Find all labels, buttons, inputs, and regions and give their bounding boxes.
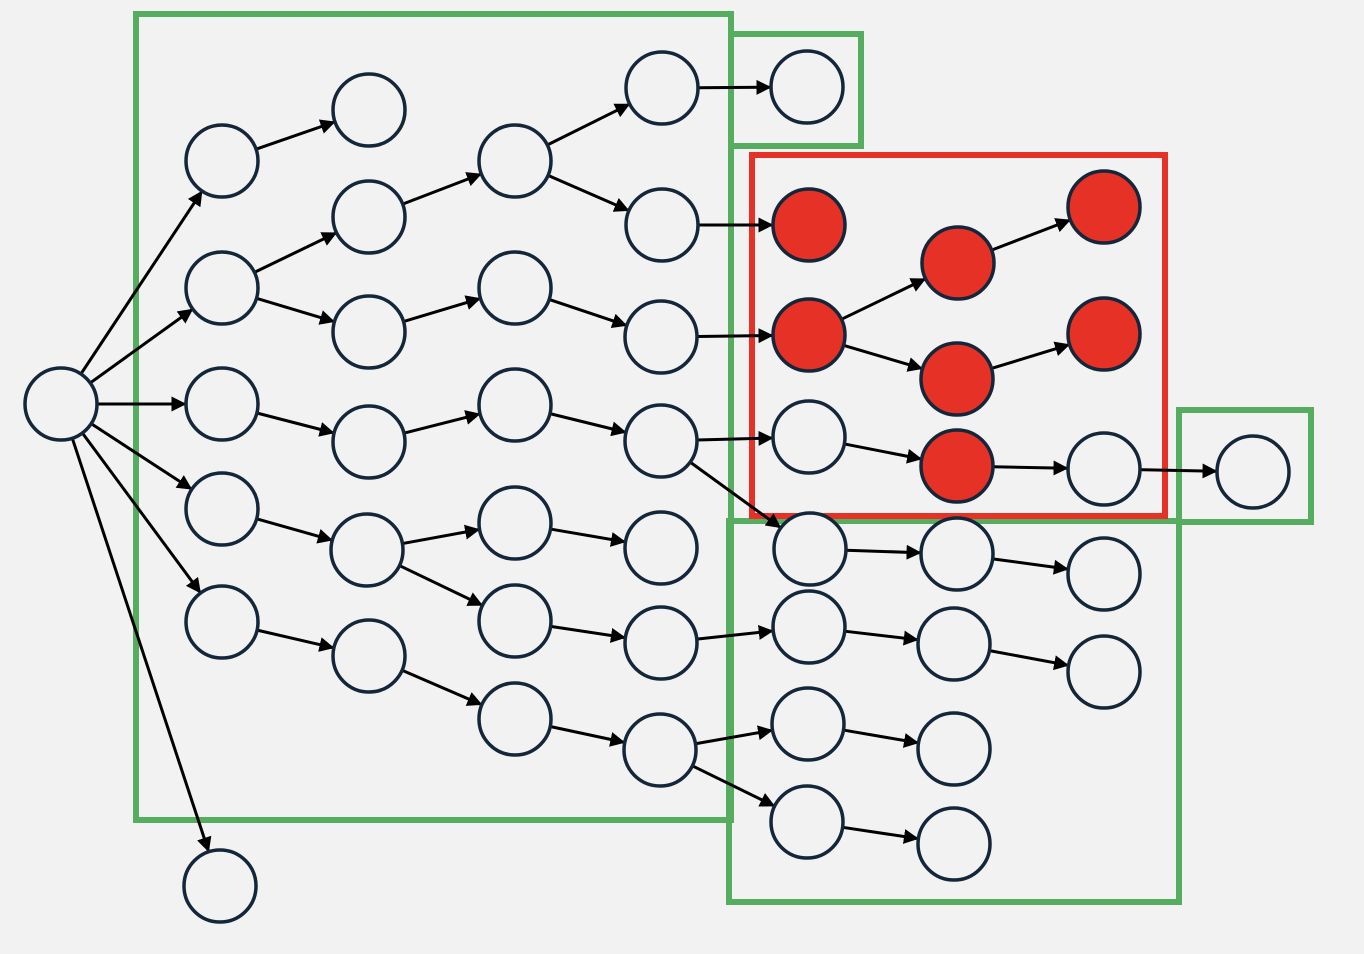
node-l6d [919,516,995,592]
node-l8a [1215,434,1291,510]
node-l3a [477,123,553,199]
node-l5h [769,784,845,860]
edge-l4d-l5d [696,430,774,446]
edge-root-l1a [79,190,203,375]
node-l2d [331,404,407,480]
edge-l1d-l2e [256,517,333,544]
node-l6c-highlighted [919,428,995,504]
edge-l1e-l2f [256,628,335,652]
edge-l5g-l6f [843,728,920,748]
edge-l3c-l4d [549,412,627,437]
node-l3e [477,583,553,659]
node-l2a [331,72,407,148]
node-l5d [771,399,847,475]
edge-root-l1f [70,437,212,853]
green-right-box [1176,407,1314,525]
edge-l4c-l5c [696,328,774,344]
node-l5e [772,511,848,587]
edge-l3a-l4b [547,173,630,212]
node-l6b-highlighted [919,341,995,417]
edge-root-l1e [81,432,202,594]
edge-l2e-l3d [402,524,481,546]
edge-l6c-l7c [992,460,1069,476]
node-l6f [916,711,992,787]
node-l4d [623,403,699,479]
node-l6e [916,606,992,682]
edge-l1a-l2a [255,119,336,151]
edge-l2f-l3f [401,668,483,706]
edge-l5f-l6e [844,629,919,646]
edge-l5c-l6b [843,343,923,372]
edge-l5h-l6g [842,825,919,844]
edge-l2b-l3a [402,172,482,206]
node-l3d [477,485,553,561]
edge-l3b-l4c [548,298,628,329]
edge-l4g-l5g [695,725,774,746]
node-l5a [769,49,845,125]
edge-l3d-l4e [550,527,627,547]
node-l7b-highlighted [1066,296,1142,372]
edge-l5d-l6c [844,442,923,464]
node-l3b [477,250,553,326]
node-l1c [184,366,260,442]
node-root [23,366,99,442]
edge-l6e-l7e [989,649,1070,671]
node-l6a-highlighted [920,225,996,301]
edge-l3f-l4g [549,725,626,747]
edge-l7c-l8a [1139,463,1218,479]
edge-l6b-l7b [990,341,1071,370]
edge-l6a-l7a [991,218,1071,252]
node-l6g [916,806,992,882]
green-top-box [728,31,864,149]
nodes [23,49,1291,924]
edge-l3e-l4f [550,624,626,643]
edge-l1b-l2c [256,296,335,325]
edge-root-l1d [90,422,193,491]
edges [70,79,1218,853]
node-l1b [184,250,260,326]
node-l1f [182,848,258,924]
node-l7d [1066,536,1142,612]
node-l7a-highlighted [1066,169,1142,245]
edge-root-l1b [89,308,194,385]
node-l4c [623,299,699,375]
node-l2b [331,179,407,255]
node-l1a [184,123,260,199]
node-l4f [623,605,699,681]
edge-l2d-l3c [403,410,481,435]
node-l4e [623,510,699,586]
green-main-box [133,11,734,823]
edge-l6d-l7d [992,557,1069,575]
node-l3c [477,367,553,443]
node-l5f [771,589,847,665]
node-l5g [770,686,846,762]
node-l7e [1066,634,1142,710]
node-l2e [329,512,405,588]
edge-l4d-l5e [689,460,782,529]
edge-l3a-l4a [546,103,631,147]
edge-l1c-l2d [256,411,335,437]
edge-l4g-l5h [691,764,776,808]
edge-l5c-l6a [840,277,927,321]
node-l4a [624,50,700,126]
edge-l5e-l6d [845,544,922,560]
edge-l1b-l2b [253,231,338,274]
node-l4g [622,712,698,788]
node-l1e [184,584,260,660]
node-l5b-highlighted [771,187,847,263]
node-l1d [184,471,260,547]
node-l4b [624,187,700,263]
node-l5c-highlighted [771,297,847,373]
node-l2c [331,294,407,370]
edge-l2e-l3e [398,564,483,607]
node-l3f [477,681,553,757]
node-l7c [1066,431,1142,507]
edge-l4f-l5f [696,624,774,641]
edge-l2c-l3b [403,295,482,324]
node-l2f [331,618,407,694]
